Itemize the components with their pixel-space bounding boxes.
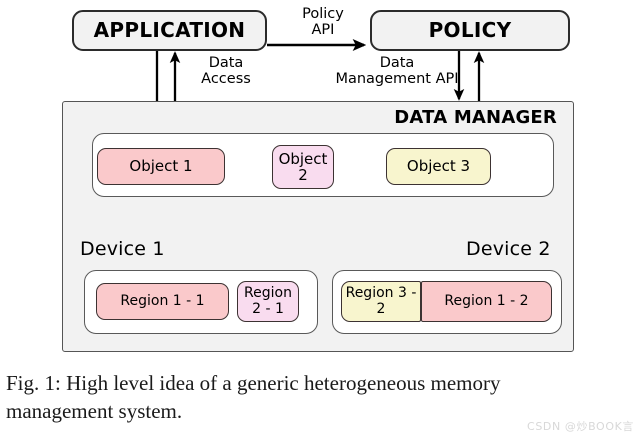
region-1-1-box[interactable]: Region 1 - 1 bbox=[96, 283, 229, 320]
csdn-watermark: CSDN @炒BOOK言 bbox=[527, 420, 634, 433]
object-3-label: Object 3 bbox=[406, 157, 471, 176]
region-3-2-label: Region 3 - 2 bbox=[345, 285, 417, 317]
device-2-label: Device 2 bbox=[466, 238, 551, 260]
application-box[interactable]: APPLICATION bbox=[72, 10, 267, 51]
data-management-api-label: Data Management API bbox=[335, 55, 459, 88]
caption-line-1: Fig. 1: High level idea of a generic het… bbox=[6, 371, 501, 395]
figure-caption: Fig. 1: High level idea of a generic het… bbox=[6, 370, 631, 426]
object-1-label: Object 1 bbox=[129, 157, 193, 176]
object-3-box[interactable]: Object 3 bbox=[386, 148, 491, 185]
data-access-label: Data Access bbox=[201, 55, 251, 88]
policy-box[interactable]: POLICY bbox=[370, 10, 570, 51]
object-2-box[interactable]: Object 2 bbox=[272, 145, 334, 189]
region-1-2-label: Region 1 - 2 bbox=[444, 292, 529, 309]
region-1-1-label: Region 1 - 1 bbox=[120, 292, 205, 309]
caption-line-2: management system. bbox=[6, 398, 183, 423]
data-manager-title: DATA MANAGER bbox=[394, 107, 557, 128]
region-2-1-label: Region 2 - 1 bbox=[244, 285, 292, 317]
object-2-label: Object 2 bbox=[278, 149, 328, 184]
policy-label: POLICY bbox=[428, 17, 512, 42]
region-2-1-box[interactable]: Region 2 - 1 bbox=[237, 281, 299, 322]
object-1-box[interactable]: Object 1 bbox=[97, 148, 225, 185]
device-1-label: Device 1 bbox=[80, 238, 165, 260]
policy-api-label: Policy API bbox=[302, 6, 344, 39]
figure-canvas: DATA MANAGER Object 1 Object 2 Object 3 … bbox=[62, 6, 574, 352]
region-1-2-box[interactable]: Region 1 - 2 bbox=[421, 281, 552, 322]
application-label: APPLICATION bbox=[93, 17, 246, 42]
region-3-2-box[interactable]: Region 3 - 2 bbox=[341, 281, 421, 322]
